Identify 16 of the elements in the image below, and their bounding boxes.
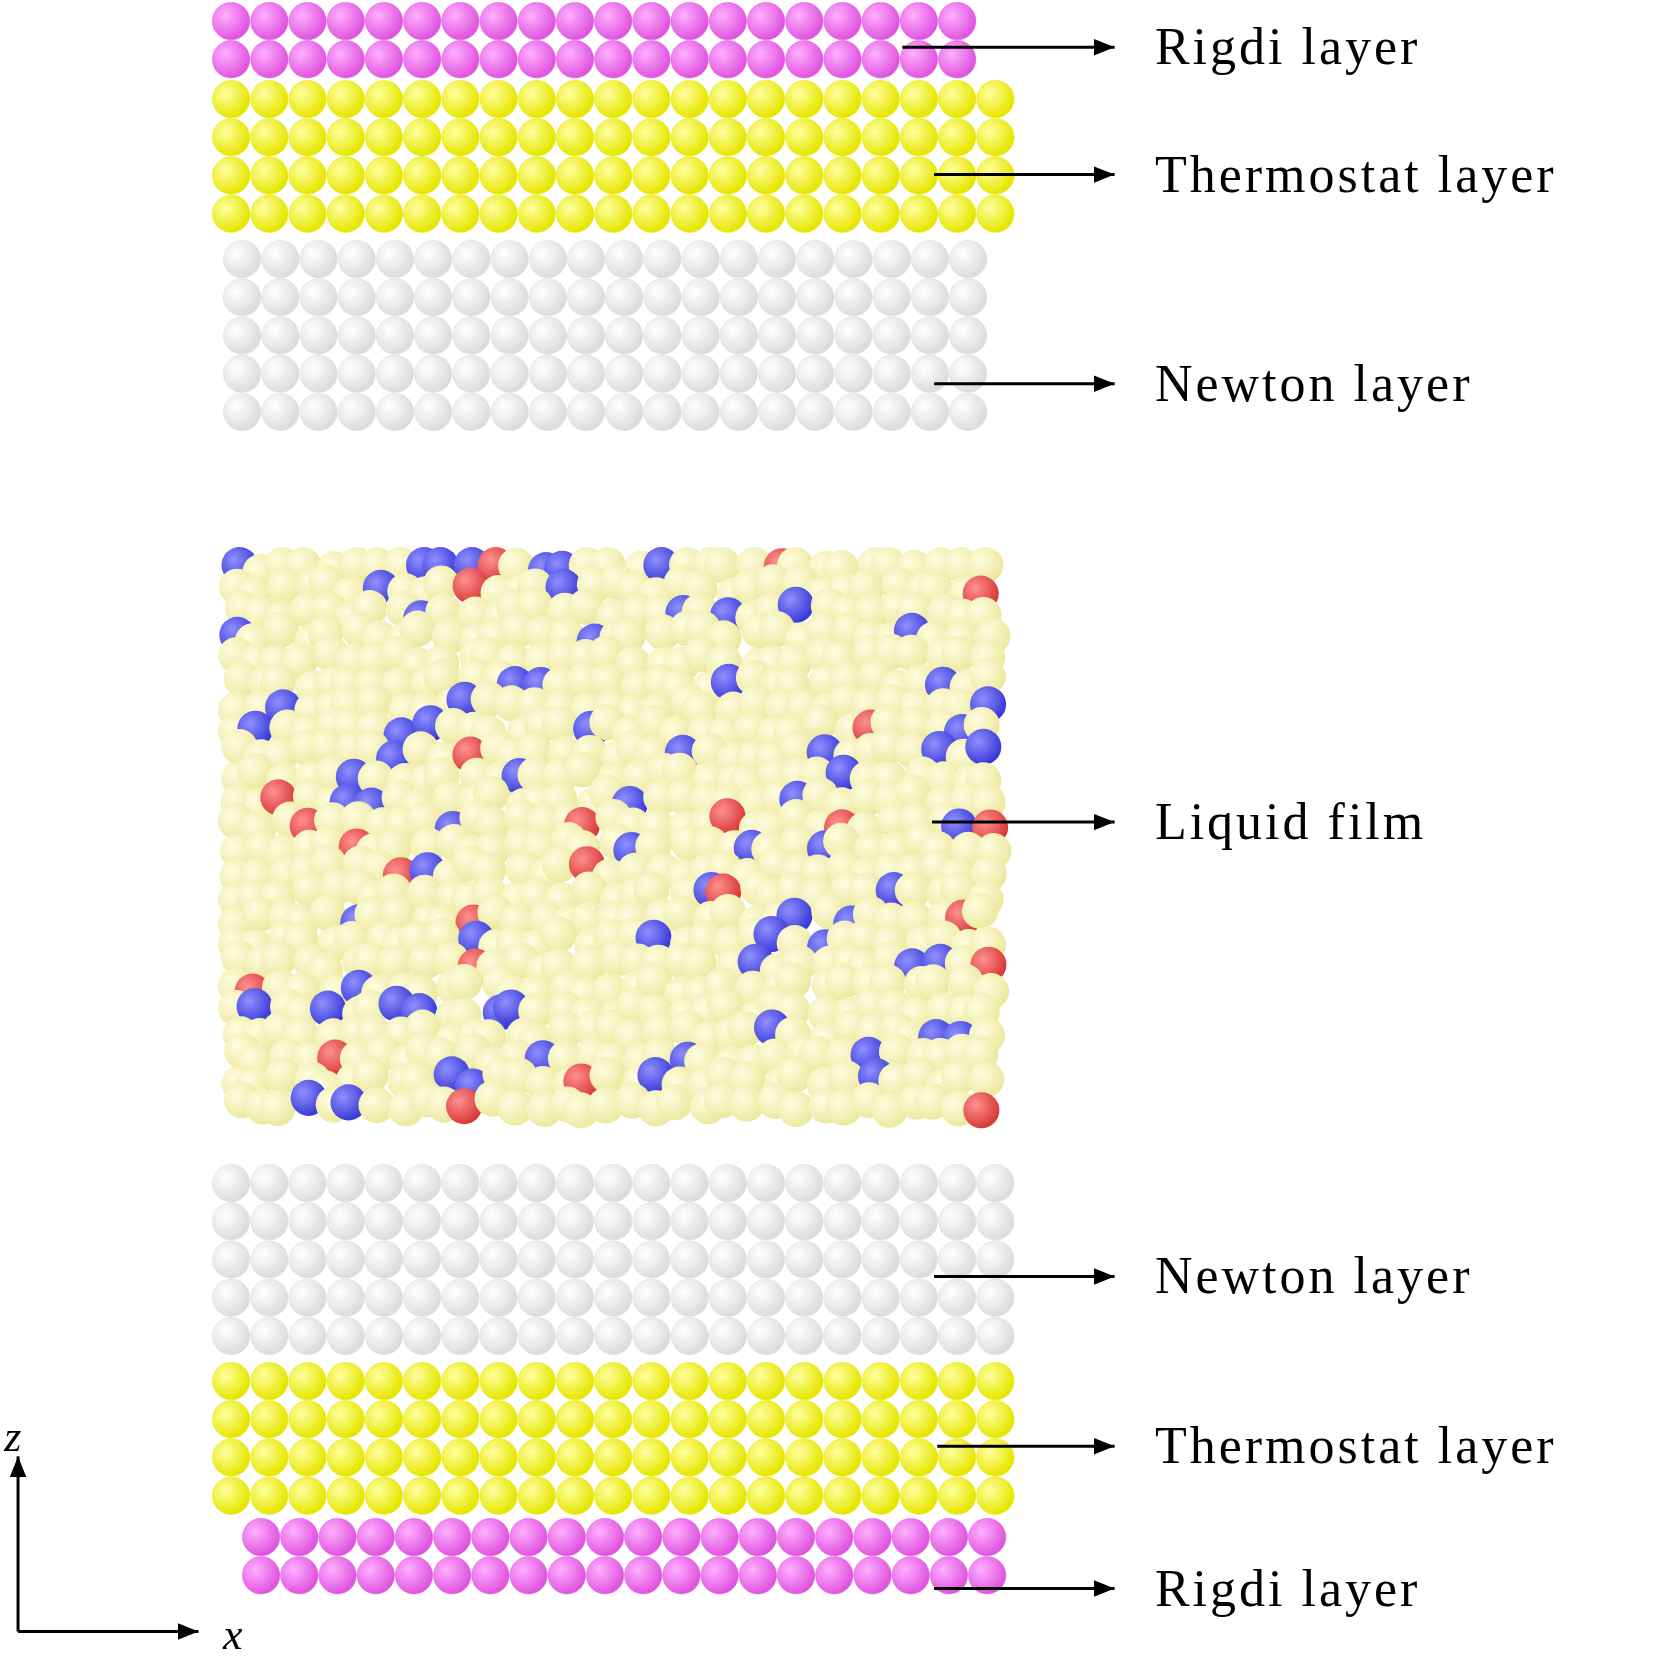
axis-label: z	[4, 1414, 22, 1459]
leader-arrow	[902, 38, 1115, 56]
layer-label: Newton layer	[1154, 357, 1473, 410]
layer-label: Rigdi layer	[1154, 1562, 1421, 1615]
layer-label: Thermostat layer	[1154, 1420, 1557, 1473]
layer-label: Newton layer	[1154, 1250, 1473, 1303]
leader-arrow	[937, 1437, 1115, 1455]
layer-label: Rigdi layer	[1154, 21, 1421, 74]
leader-arrow	[934, 375, 1115, 393]
leader-arrow	[934, 1580, 1115, 1597]
axis-label: x	[222, 1613, 243, 1658]
leader-arrow	[934, 166, 1115, 183]
layer-label: Thermostat layer	[1154, 148, 1557, 201]
layer-label: Liquid film	[1154, 796, 1427, 849]
leader-arrow	[934, 1268, 1115, 1285]
leader-arrow	[931, 813, 1115, 831]
